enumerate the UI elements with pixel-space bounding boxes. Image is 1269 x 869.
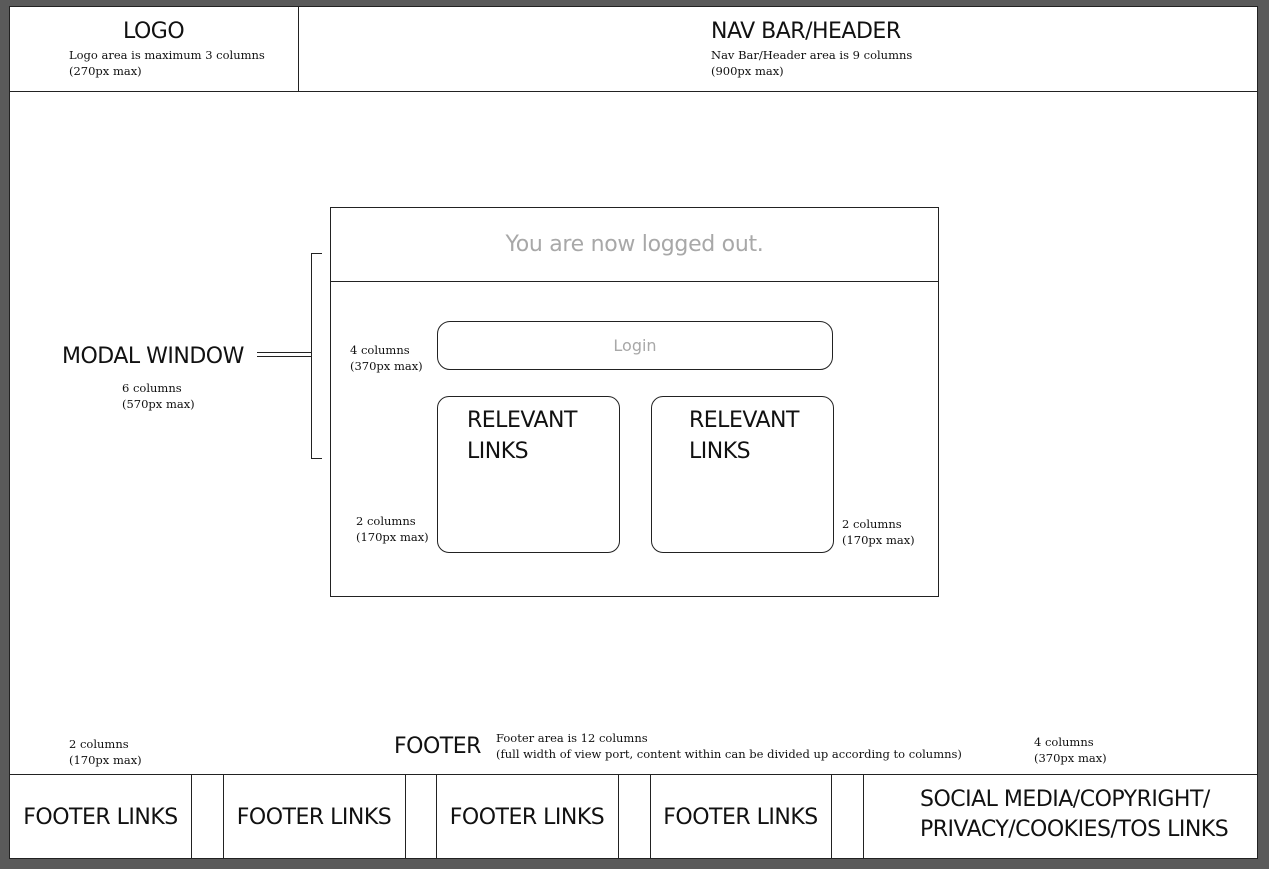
footer-col-line-2 xyxy=(223,774,224,859)
footer-left-note-1: 2 columns xyxy=(69,737,129,751)
footer-social-line1[interactable]: SOCIAL MEDIA/COPYRIGHT/ xyxy=(920,787,1210,812)
login-note-1: 4 columns xyxy=(350,343,410,357)
links-left-note-1: 2 columns xyxy=(356,514,416,528)
modal-annotation-note-2: (570px max) xyxy=(122,397,195,411)
logo-note-2: (270px max) xyxy=(69,64,142,78)
footer-note-2: (full width of view port, content within… xyxy=(496,747,962,761)
footer-col-line-1 xyxy=(191,774,192,859)
footer-links-1[interactable]: FOOTER LINKS xyxy=(10,775,191,860)
relevant-links-right-line2: LINKS xyxy=(689,439,751,464)
links-right-note-2: (170px max) xyxy=(842,533,915,547)
bracket-top-tick xyxy=(311,253,322,254)
relevant-links-left[interactable]: RELEVANT LINKS xyxy=(437,396,620,553)
footer-col-line-4 xyxy=(436,774,437,859)
links-left-note-2: (170px max) xyxy=(356,530,429,544)
wireframe-page: LOGO Logo area is maximum 3 columns (270… xyxy=(9,6,1258,859)
logo-note-1: Logo area is maximum 3 columns xyxy=(69,48,265,62)
relevant-links-left-line2: LINKS xyxy=(467,439,529,464)
footer-col-line-7 xyxy=(831,774,832,859)
footer-links-3[interactable]: FOOTER LINKS xyxy=(436,775,618,860)
relevant-links-left-line1: RELEVANT xyxy=(467,408,577,433)
bracket-connector-top xyxy=(257,352,311,353)
footer-note-1: Footer area is 12 columns xyxy=(496,731,648,745)
bracket-bottom-tick xyxy=(311,458,322,459)
footer-col-line-3 xyxy=(405,774,406,859)
login-button[interactable]: Login xyxy=(437,321,833,370)
footer-links-4-label: FOOTER LINKS xyxy=(663,805,818,830)
footer-divider xyxy=(10,774,1257,775)
modal-header-divider xyxy=(331,281,938,282)
links-right-note-1: 2 columns xyxy=(842,517,902,531)
logo-nav-divider xyxy=(298,7,299,91)
header-divider xyxy=(10,91,1257,92)
nav-note-1: Nav Bar/Header area is 9 columns xyxy=(711,48,913,62)
bracket-spine xyxy=(311,253,312,459)
logo-title: LOGO xyxy=(123,19,185,44)
bracket-connector-bottom xyxy=(257,356,311,357)
nav-note-2: (900px max) xyxy=(711,64,784,78)
footer-col-line-6 xyxy=(650,774,651,859)
modal-annotation-title: MODAL WINDOW xyxy=(62,344,244,369)
footer-col-line-5 xyxy=(618,774,619,859)
login-note-2: (370px max) xyxy=(350,359,423,373)
relevant-links-right-line1: RELEVANT xyxy=(689,408,799,433)
footer-links-1-label: FOOTER LINKS xyxy=(23,805,178,830)
login-label: Login xyxy=(613,336,657,355)
footer-right-note-1: 4 columns xyxy=(1034,735,1094,749)
footer-links-2[interactable]: FOOTER LINKS xyxy=(223,775,405,860)
footer-links-4[interactable]: FOOTER LINKS xyxy=(650,775,831,860)
footer-col-line-8 xyxy=(863,774,864,859)
footer-left-note-2: (170px max) xyxy=(69,753,142,767)
logout-message: You are now logged out. xyxy=(505,232,764,257)
footer-social-line2[interactable]: PRIVACY/COOKIES/TOS LINKS xyxy=(920,817,1229,842)
footer-title: FOOTER xyxy=(394,734,481,759)
footer-right-note-2: (370px max) xyxy=(1034,751,1107,765)
footer-links-2-label: FOOTER LINKS xyxy=(236,805,392,830)
modal-window: You are now logged out. Login RELEVANT L… xyxy=(330,207,939,597)
footer-links-3-label: FOOTER LINKS xyxy=(449,805,605,830)
relevant-links-right[interactable]: RELEVANT LINKS xyxy=(651,396,834,553)
modal-annotation-note-1: 6 columns xyxy=(122,381,182,395)
nav-title: NAV BAR/HEADER xyxy=(711,19,901,44)
